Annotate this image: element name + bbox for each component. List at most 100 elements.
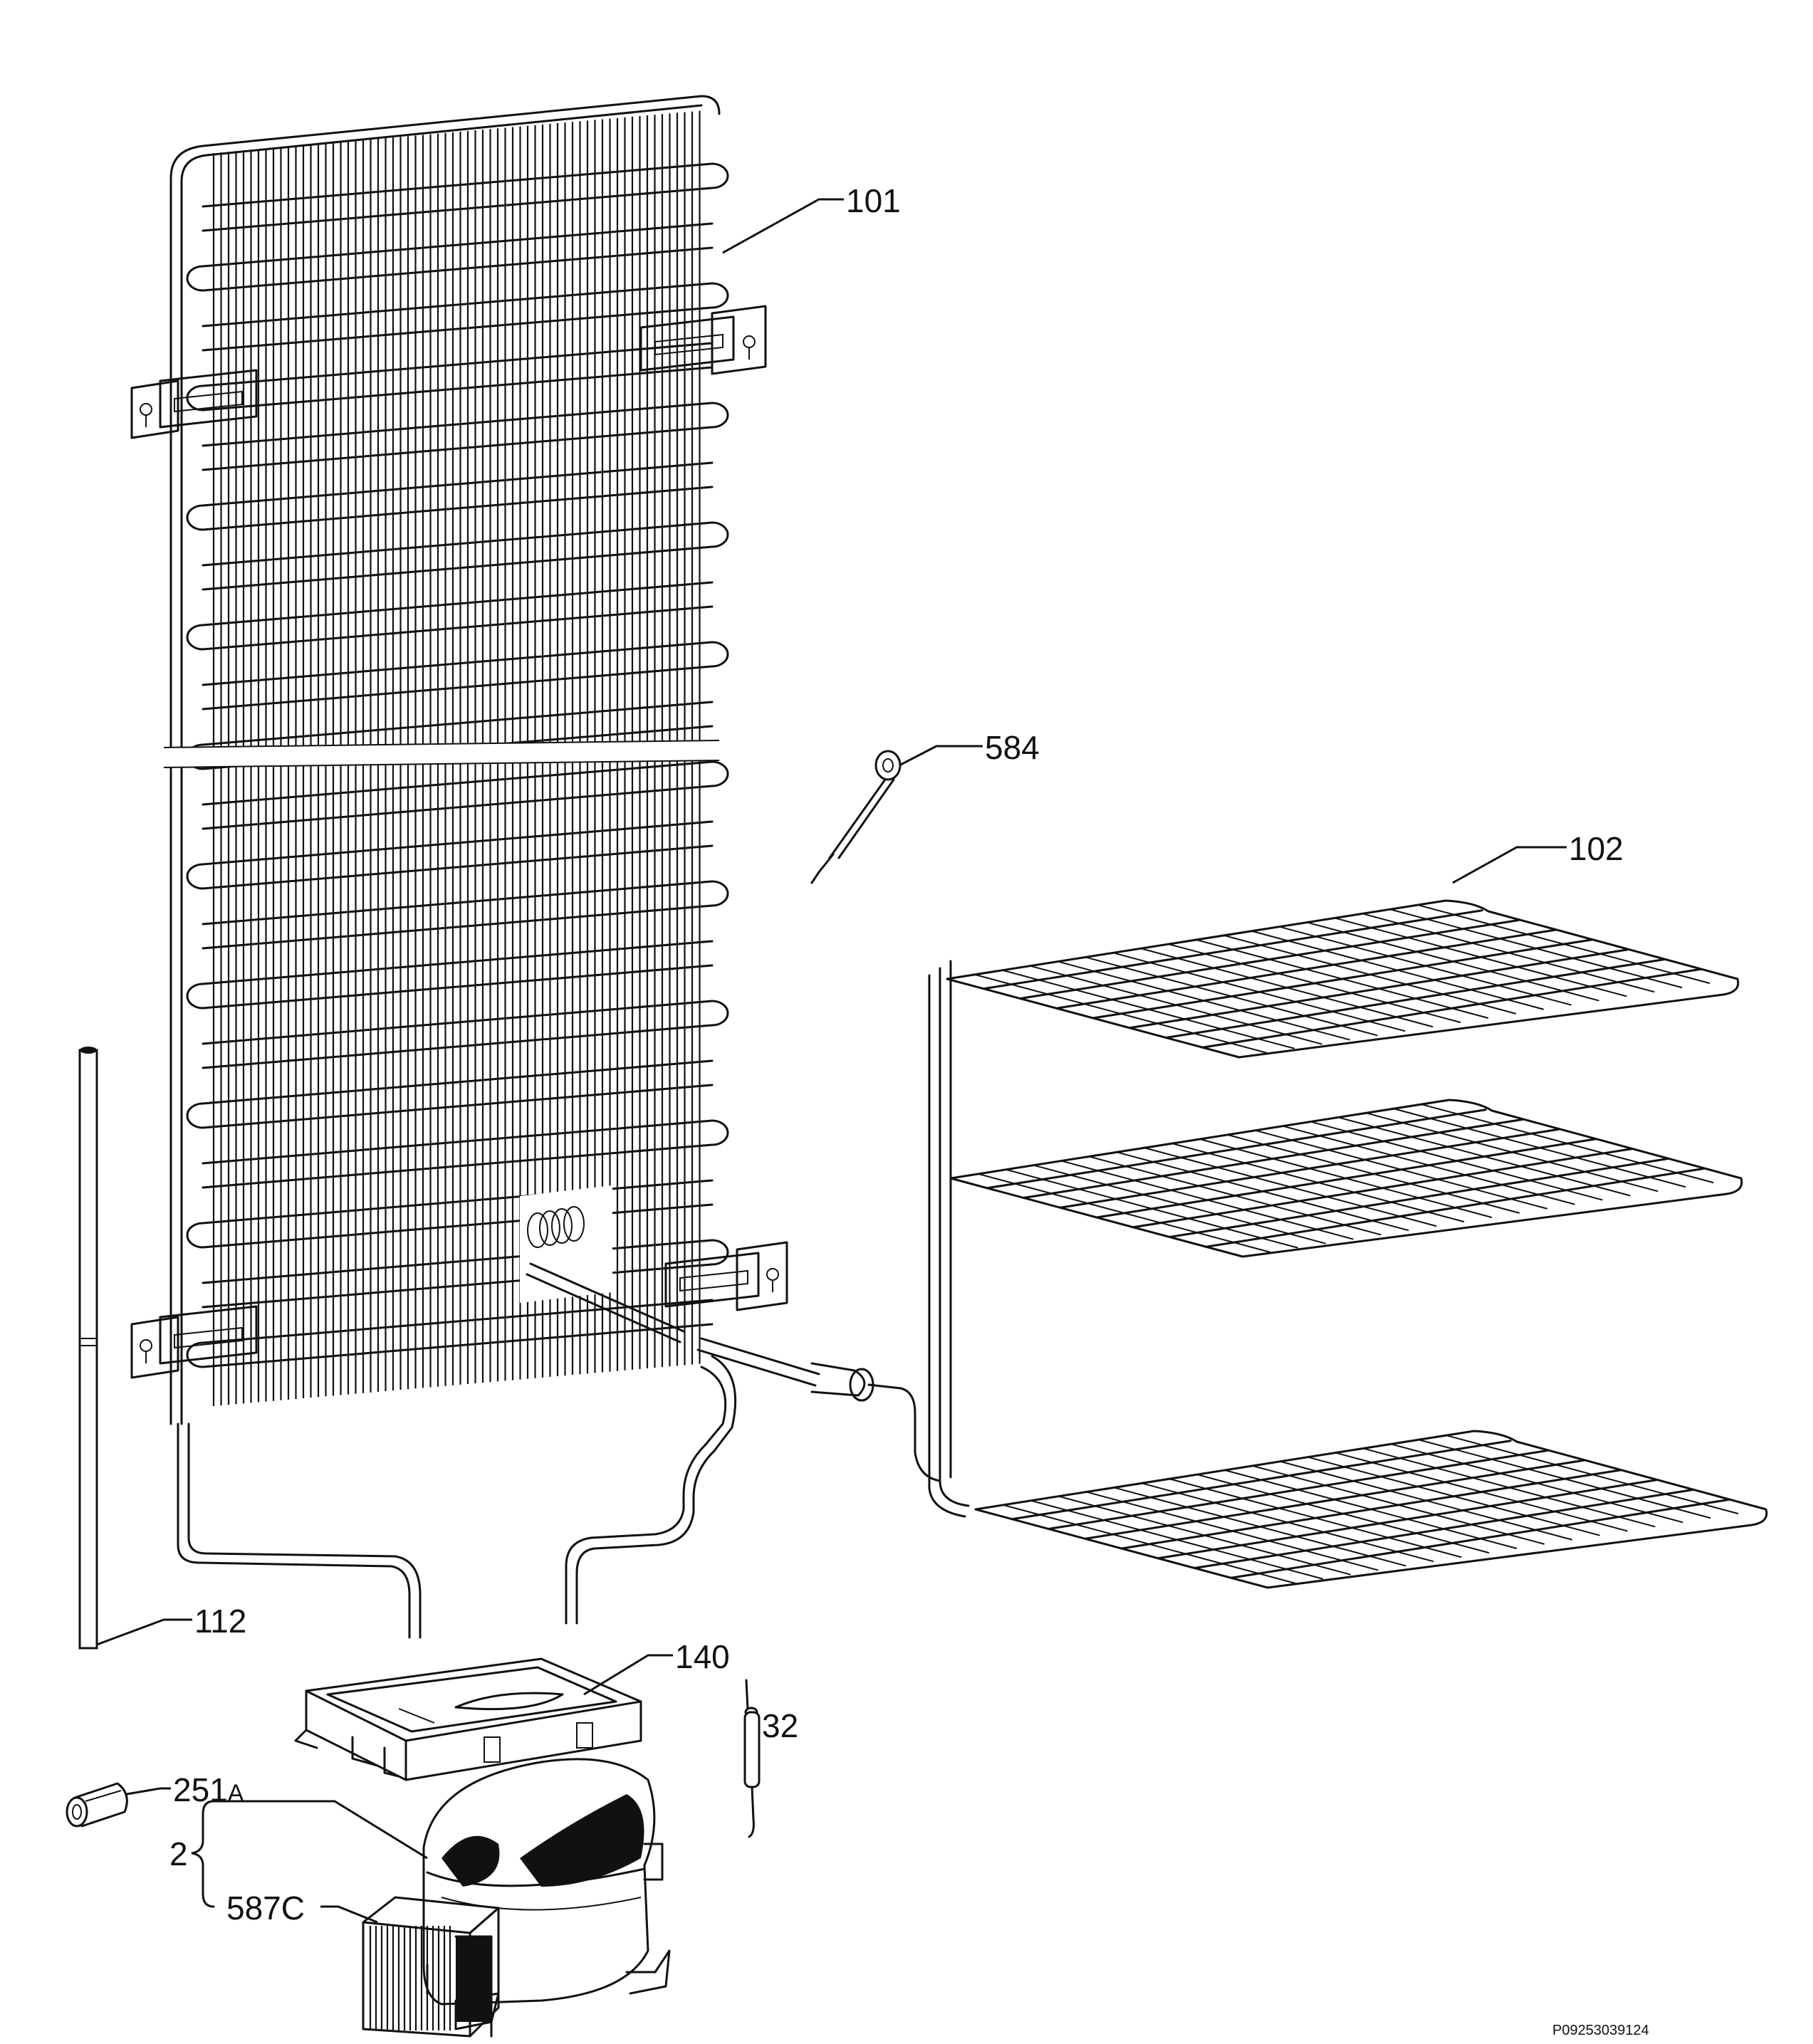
condenser-tube-run bbox=[202, 282, 714, 327]
condenser-tube-run bbox=[202, 162, 714, 208]
condenser-tube-run bbox=[202, 1203, 714, 1249]
evaporator-tube-run bbox=[1230, 1498, 1731, 1579]
evaporator-tube-run bbox=[1156, 1479, 1658, 1560]
evaporator-tube-run bbox=[1059, 1128, 1560, 1209]
condenser-tube-run bbox=[202, 461, 714, 507]
condenser-tube-bend bbox=[186, 863, 204, 890]
relay-block-part bbox=[362, 1896, 500, 2038]
evaporator-shelf bbox=[949, 1099, 1743, 1258]
condenser-tube-run bbox=[202, 880, 714, 926]
evaporator-tube-run bbox=[1023, 1118, 1523, 1199]
evaporator-tube-run bbox=[1010, 1440, 1512, 1521]
evaporator-tube-run bbox=[1128, 948, 1629, 1029]
evaporator-tube-run bbox=[1055, 928, 1557, 1010]
condenser-tube-run bbox=[202, 964, 714, 1010]
leader-lines bbox=[96, 198, 1567, 1924]
condenser-tube-run bbox=[202, 641, 714, 686]
condenser-tube-run bbox=[202, 605, 714, 651]
condenser-tube-run bbox=[202, 1084, 714, 1129]
condenser-tube-run bbox=[202, 940, 714, 985]
condenser-tube-bend bbox=[711, 641, 729, 668]
condenser-tube-run bbox=[202, 1000, 714, 1045]
filter-drier-tube bbox=[526, 1262, 916, 1454]
callout-251a: 251A bbox=[173, 1771, 244, 1808]
condenser-tube-run bbox=[202, 366, 714, 412]
condenser-tube-bend bbox=[711, 162, 729, 189]
condenser-tube-run bbox=[202, 545, 714, 591]
callout-251a-suffix: A bbox=[228, 1780, 244, 1807]
condenser-tube-run bbox=[202, 246, 714, 292]
grouping-brace bbox=[191, 1800, 215, 1908]
evaporator-tube-run bbox=[1201, 968, 1703, 1049]
sensor-clip-part bbox=[810, 750, 902, 884]
condenser-tube-bend bbox=[711, 880, 729, 907]
mounting-bracket-bottom-right bbox=[664, 1241, 788, 1311]
evaporator-tube-run bbox=[1047, 1450, 1548, 1530]
condenser-tube-bend bbox=[186, 265, 204, 292]
mounting-bracket-top-right bbox=[639, 305, 767, 375]
evaporator-tube-run bbox=[1165, 958, 1666, 1039]
condenser-tube-bend bbox=[186, 1341, 204, 1368]
condenser-tube-run bbox=[202, 1263, 714, 1309]
evaporator-tube-run bbox=[982, 909, 1483, 990]
condenser-tube-bend bbox=[711, 402, 729, 429]
condenser-tube-run bbox=[202, 222, 714, 268]
evaporator-tube-run bbox=[1092, 938, 1593, 1020]
evaporator-shelf-frame bbox=[949, 1099, 1743, 1258]
callout-101: 101 bbox=[846, 182, 901, 219]
evaporator-tube-run bbox=[986, 1109, 1487, 1190]
callout-587c: 587C bbox=[226, 1890, 305, 1927]
callout-32: 32 bbox=[762, 1707, 798, 1744]
evaporator-shelf bbox=[974, 1430, 1768, 1589]
evaporator-tube-run bbox=[1084, 1459, 1585, 1540]
evaporator-part bbox=[914, 899, 1768, 1589]
evaporator-tube-run bbox=[1193, 1489, 1694, 1569]
condenser-part bbox=[130, 95, 916, 1639]
condenser-tube-bend bbox=[711, 521, 729, 548]
condenser-tube-run bbox=[202, 581, 714, 627]
condenser-tube-run bbox=[202, 785, 714, 830]
condenser-tube-run bbox=[202, 665, 714, 711]
evaporator-tube-run bbox=[1132, 1148, 1633, 1229]
condenser-tube-bend bbox=[186, 504, 204, 531]
condenser-serpentine-tube bbox=[186, 162, 729, 1368]
callout-112: 112 bbox=[194, 1603, 246, 1640]
condenser-tube-run bbox=[202, 486, 714, 531]
callout-2: 2 bbox=[169, 1835, 188, 1872]
connector-part bbox=[66, 1782, 128, 1828]
mounting-bracket-top-left bbox=[130, 369, 258, 439]
evaporator-shelf-frame bbox=[974, 1430, 1768, 1589]
evaporator-tube-run bbox=[1019, 919, 1520, 1000]
condenser-tube-run bbox=[202, 701, 714, 746]
condenser-tube-run bbox=[202, 342, 714, 387]
capillary-coil bbox=[520, 1185, 612, 1303]
mounting-bracket-bottom-left bbox=[130, 1305, 258, 1379]
condenser-tube-run bbox=[202, 820, 714, 866]
tube-part bbox=[78, 1047, 98, 1650]
condenser-tube-bend bbox=[711, 760, 729, 787]
condenser-tube-bend bbox=[711, 1119, 729, 1146]
condenser-tube-run bbox=[202, 402, 714, 447]
callout-102: 102 bbox=[1569, 830, 1624, 867]
evaporator-tube-run bbox=[1095, 1138, 1597, 1219]
relay-block-ribs bbox=[369, 1926, 451, 2030]
callout-140: 140 bbox=[675, 1638, 730, 1675]
evaporator-tube-run bbox=[1205, 1167, 1706, 1248]
evaporator-tube-run bbox=[1169, 1158, 1669, 1238]
condenser-tube-run bbox=[202, 521, 714, 567]
filter-part bbox=[743, 1679, 761, 1838]
evaporator-tube-run bbox=[1120, 1469, 1621, 1550]
compressor-tray-part bbox=[294, 1657, 642, 1781]
condenser-tube-bend bbox=[711, 1000, 729, 1027]
condenser-tube-run bbox=[202, 426, 714, 471]
condenser-tube-run bbox=[202, 1119, 714, 1165]
condenser-tube-run bbox=[202, 187, 714, 232]
condenser-tube-run bbox=[202, 904, 714, 950]
drawing-number: P09253039124 bbox=[1552, 2023, 1649, 2038]
condenser-tube-bend bbox=[711, 1239, 729, 1266]
callout-584: 584 bbox=[985, 729, 1040, 766]
condenser-tube-run bbox=[202, 844, 714, 890]
condenser-tube-run bbox=[202, 1179, 714, 1225]
condenser-tube-bend bbox=[186, 624, 204, 651]
